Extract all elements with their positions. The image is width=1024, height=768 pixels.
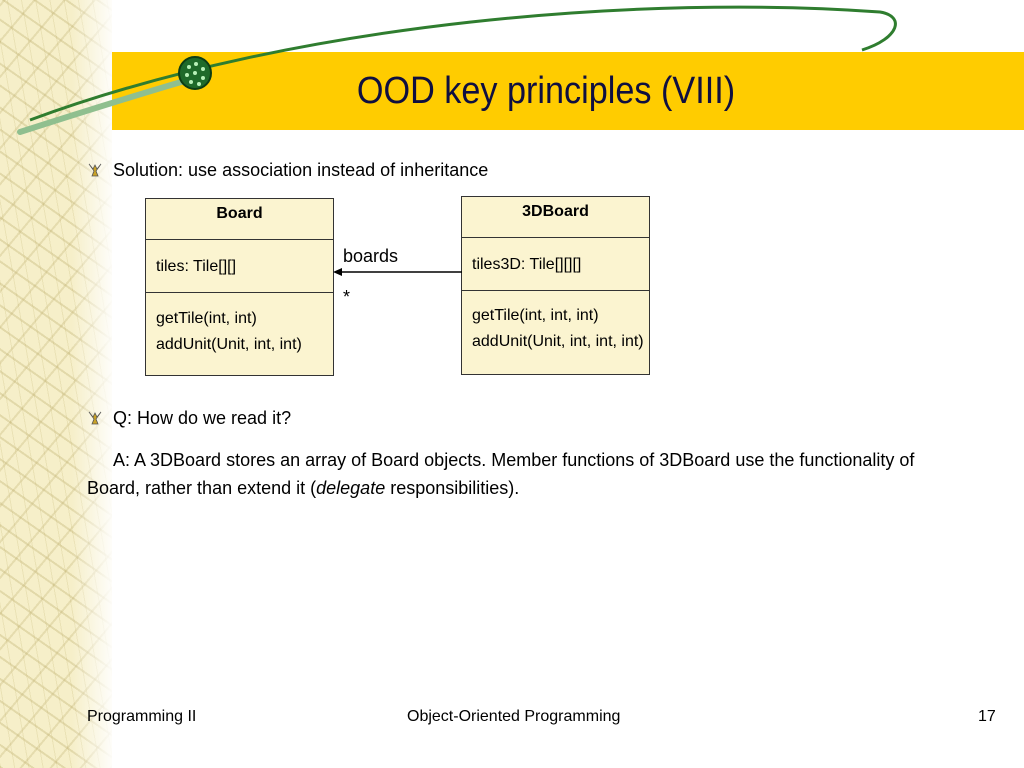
decorative-swoosh bbox=[17, 5, 897, 135]
answer-line-1: A: A 3DBoard stores an array of Board ob… bbox=[113, 450, 915, 470]
operation: getTile(int, int) bbox=[156, 310, 257, 327]
bullet-icon bbox=[88, 411, 102, 425]
operation: addUnit(Unit, int, int, int) bbox=[472, 333, 644, 350]
bullet-question: Q: How do we read it? bbox=[113, 408, 292, 428]
bullet-icon bbox=[88, 163, 102, 177]
answer-emphasis: delegate bbox=[316, 478, 386, 498]
attributes-section: tiles3D: Tile[][][] bbox=[462, 237, 649, 290]
bullet-solution: Solution: use association instead of inh… bbox=[113, 160, 489, 180]
class-name: 3DBoard bbox=[522, 203, 589, 220]
answer-text: responsibilities). bbox=[385, 478, 520, 498]
operation: getTile(int, int, int) bbox=[472, 307, 599, 324]
answer-paragraph: A: A 3DBoard stores an array of Board ob… bbox=[87, 446, 987, 502]
operations-section: getTile(int, int) addUnit(Unit, int, int… bbox=[146, 292, 333, 376]
association-multiplicity: * bbox=[343, 287, 351, 307]
footer-topic: Object-Oriented Programming bbox=[407, 708, 621, 725]
attribute: tiles3D: Tile[][][] bbox=[472, 256, 582, 273]
footer-page-number: 17 bbox=[978, 708, 996, 725]
uml-class-3dboard: 3DBoard tiles3D: Tile[][][] getTile(int,… bbox=[461, 196, 650, 375]
attribute: tiles: Tile[][] bbox=[156, 258, 237, 275]
operation: addUnit(Unit, int, int) bbox=[156, 336, 302, 353]
decorative-side-pattern bbox=[0, 0, 112, 768]
slide-title: OOD key principles (VIII) bbox=[356, 70, 736, 112]
answer-line-2: Board, rather than extend it (delegate r… bbox=[87, 474, 987, 502]
attributes-section: tiles: Tile[][] bbox=[146, 239, 333, 292]
footer-course: Programming II bbox=[87, 708, 197, 725]
answer-text: Board, rather than extend it ( bbox=[87, 478, 317, 498]
globe-icon bbox=[178, 56, 212, 90]
association-role: boards bbox=[343, 246, 399, 266]
operations-section: getTile(int, int, int) addUnit(Unit, int… bbox=[462, 290, 649, 375]
title-band bbox=[112, 52, 1024, 130]
class-name: Board bbox=[216, 205, 263, 222]
association-arrow bbox=[333, 268, 462, 276]
uml-class-board: Board tiles: Tile[][] getTile(int, int) … bbox=[145, 198, 334, 376]
